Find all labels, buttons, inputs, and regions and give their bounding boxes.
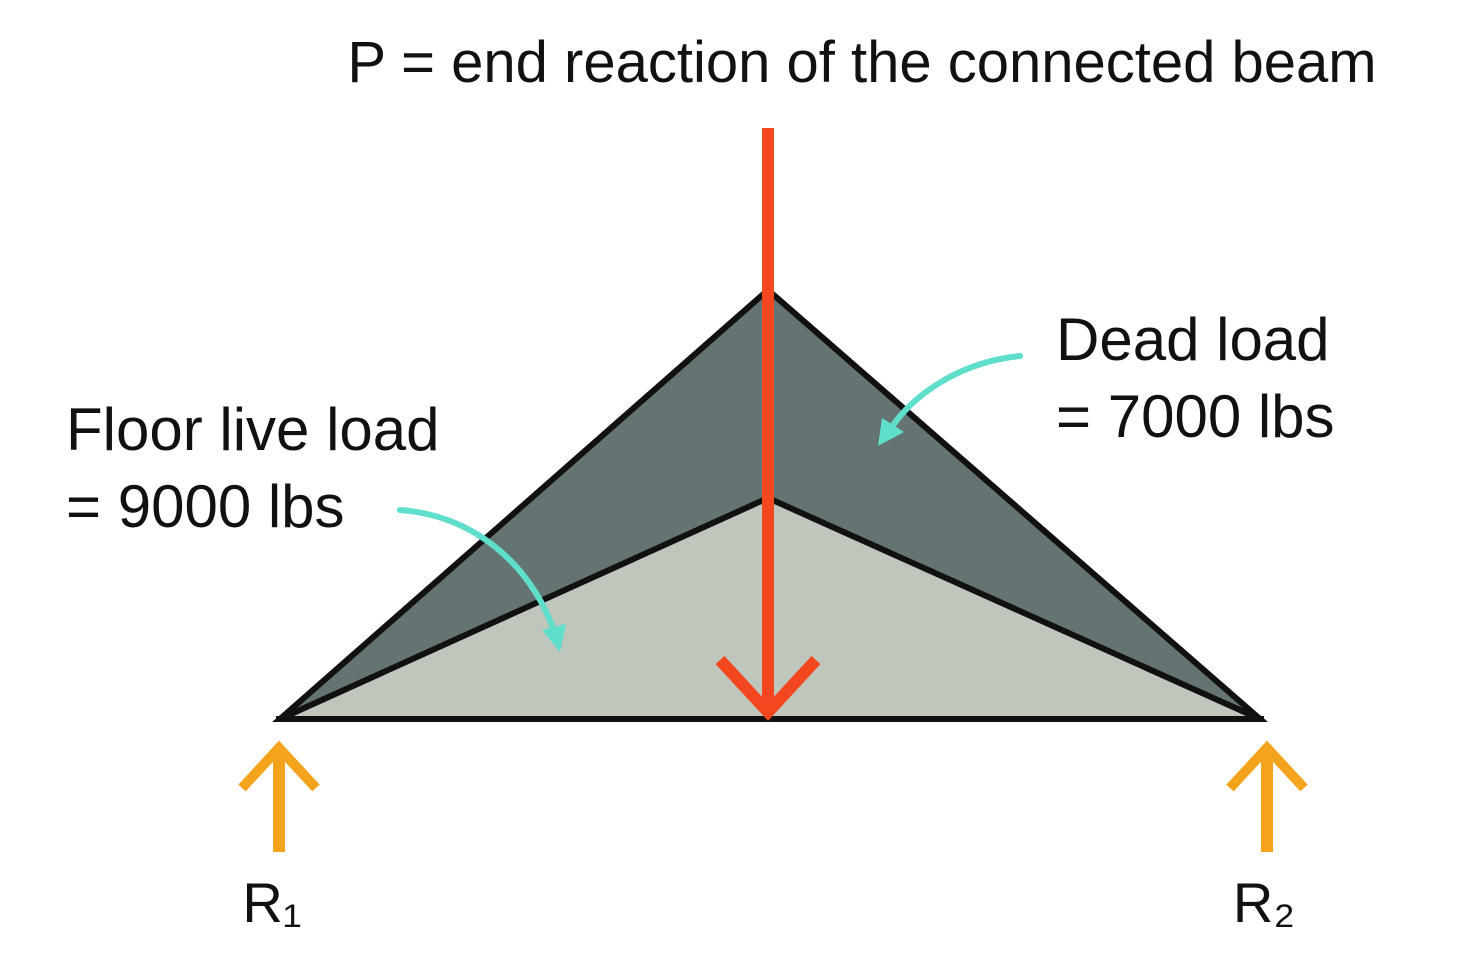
dead-load-label-line2: = 7000 lbs [1056,383,1335,450]
down-arrow-head [715,655,821,721]
curved-arrow-icon [397,507,559,639]
dead-load-pointer-head [878,418,904,446]
right-reaction-arrow-head [1226,740,1308,792]
right-reaction-arrow [1226,740,1308,852]
diagram-title: P = end reaction of the connected beam [347,30,1376,95]
dead-load-label-line1: Dead load [1056,306,1330,373]
left-reaction-arrow-head [238,740,320,792]
dead-load-pointer [878,353,1023,446]
live-load-pointer [397,507,566,652]
right-reaction-label: R₂ [1233,871,1295,934]
live-load-label-line1: Floor live load [66,396,440,463]
point-load-arrow [715,128,821,721]
left-reaction-arrow [238,740,320,852]
live-load-pointer-head [542,624,566,652]
live-load-label-line2: = 9000 lbs [66,473,345,540]
curved-arrow-icon [883,353,1023,439]
left-reaction-label: R₁ [242,871,301,934]
